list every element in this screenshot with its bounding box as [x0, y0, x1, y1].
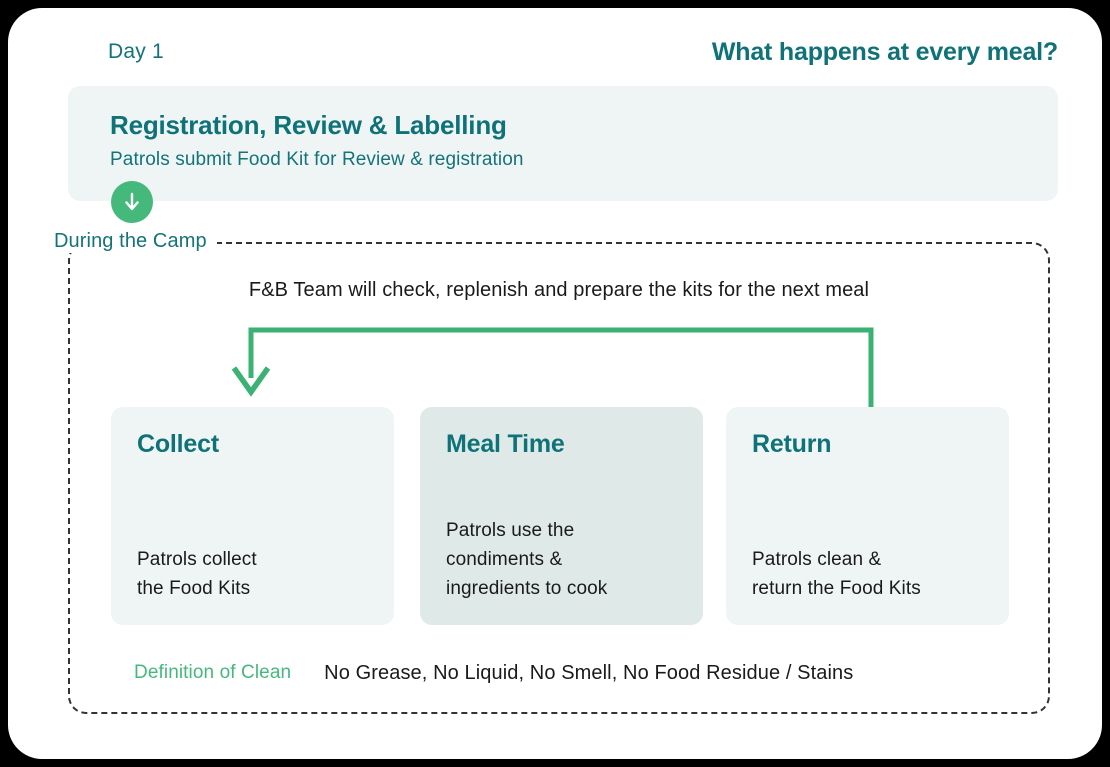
arrow-down-circle-icon [111, 181, 153, 223]
day-label: Day 1 [108, 40, 164, 63]
during-camp-legend: During the Camp [44, 230, 217, 253]
header-row: Day 1 What happens at every meal? [108, 38, 1058, 76]
registration-banner-title: Registration, Review & Labelling [110, 110, 507, 140]
fnb-team-note: F&B Team will check, replenish and prepa… [248, 279, 870, 301]
definition-of-clean-row: Definition of Clean No Grease, No Liquid… [134, 658, 853, 688]
card-return[interactable]: Return Patrols clean & return the Food K… [726, 407, 1009, 625]
definition-of-clean-label: Definition of Clean [134, 662, 292, 683]
card-collect-body: Patrols collect the Food Kits [137, 549, 257, 599]
during-camp-region [68, 242, 1050, 714]
registration-banner: Registration, Review & Labelling Patrols… [68, 86, 1058, 201]
card-meal-time-title: Meal Time [446, 430, 565, 458]
card-meal-time[interactable]: Meal Time Patrols use the condiments & i… [420, 407, 703, 625]
slide-board: Day 1 What happens at every meal? Regist… [8, 8, 1102, 759]
card-collect[interactable]: Collect Patrols collect the Food Kits [111, 407, 394, 625]
card-collect-title: Collect [137, 430, 219, 458]
loop-arrow-icon [228, 320, 898, 416]
process-cards: Collect Patrols collect the Food Kits Me… [111, 407, 1011, 625]
page-title: What happens at every meal? [711, 38, 1058, 66]
card-return-body: Patrols clean & return the Food Kits [752, 549, 921, 599]
card-return-title: Return [752, 430, 832, 458]
definition-of-clean-value: No Grease, No Liquid, No Smell, No Food … [324, 661, 854, 684]
card-meal-time-body: Patrols use the condiments & ingredients… [446, 520, 608, 599]
registration-banner-subtitle: Patrols submit Food Kit for Review & reg… [110, 149, 524, 170]
